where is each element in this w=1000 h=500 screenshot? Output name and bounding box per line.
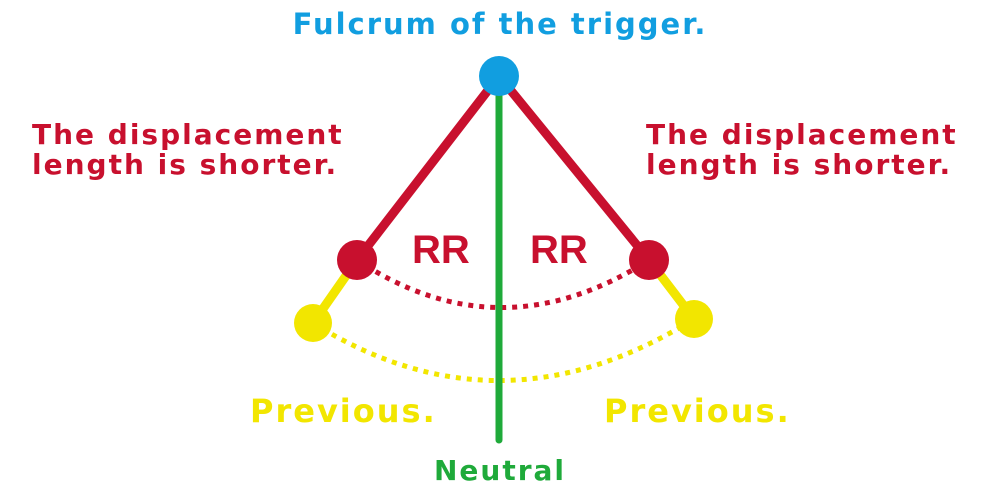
- previous-point-right: [675, 300, 713, 338]
- rr-label-right: RR: [530, 228, 588, 272]
- displacement-left-line-1: The displacement: [32, 118, 344, 151]
- rr-arc: [355, 257, 651, 310]
- previous-label-left: Previous.: [250, 392, 437, 430]
- fulcrum-point: [479, 56, 519, 96]
- previous-point-left: [294, 304, 332, 342]
- displacement-label-left: The displacement length is shorter.: [32, 120, 344, 180]
- displacement-right-line-1: The displacement: [646, 118, 958, 151]
- rr-lever-left: [352, 71, 504, 265]
- previous-arc: [311, 316, 696, 383]
- fulcrum-label: Fulcrum of the trigger.: [292, 7, 708, 41]
- displacement-left-line-2: length is shorter.: [32, 148, 339, 181]
- previous-label-right: Previous.: [604, 392, 791, 430]
- neutral-label: Neutral: [433, 454, 567, 487]
- rr-lever-right: [494, 71, 654, 265]
- rr-label-left: RR: [412, 228, 470, 272]
- rr-point-right: [629, 240, 669, 280]
- displacement-right-line-2: length is shorter.: [646, 148, 953, 181]
- rr-point-left: [337, 240, 377, 280]
- displacement-label-right: The displacement length is shorter.: [646, 120, 958, 180]
